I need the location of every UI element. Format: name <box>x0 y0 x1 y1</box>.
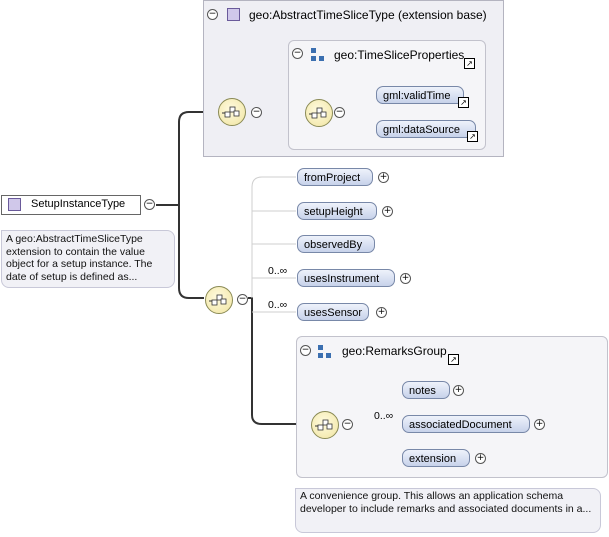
expand-icon[interactable]: + <box>453 385 464 396</box>
associated-document-element[interactable]: associatedDocument <box>402 415 530 433</box>
group-icon <box>311 48 324 61</box>
extension-base-title: geo:AbstractTimeSliceType (extension bas… <box>249 8 487 22</box>
link-icon[interactable]: ↗ <box>464 58 475 69</box>
expand-icon[interactable]: + <box>400 273 411 284</box>
time-slice-title: geo:TimeSliceProperties <box>334 48 465 62</box>
occurrence-label: 0..∞ <box>374 410 394 422</box>
remarks-documentation: A convenience group. This allows an appl… <box>295 488 601 533</box>
expand-icon[interactable]: + <box>382 206 393 217</box>
setup-instance-type-node[interactable] <box>1 195 141 215</box>
sequence-compositor-icon[interactable] <box>218 98 246 126</box>
root-type-label: SetupInstanceType <box>31 198 126 210</box>
uses-instrument-element[interactable]: usesInstrument <box>297 269 395 287</box>
extension-element[interactable]: extension <box>402 449 470 467</box>
link-icon[interactable]: ↗ <box>448 354 459 365</box>
observed-by-element[interactable]: observedBy <box>297 235 375 253</box>
collapse-sequence-icon[interactable]: − <box>334 107 345 118</box>
uses-sensor-element[interactable]: usesSensor <box>297 303 369 321</box>
collapse-time-slice-icon[interactable]: − <box>292 48 303 59</box>
notes-element[interactable]: notes <box>402 381 450 399</box>
sequence-compositor-icon[interactable] <box>311 411 339 439</box>
occurrence-label: 0..∞ <box>268 299 288 311</box>
link-icon[interactable]: ↗ <box>467 131 478 142</box>
expand-icon[interactable]: + <box>534 419 545 430</box>
collapse-root-icon[interactable]: − <box>144 199 155 210</box>
from-project-element[interactable]: fromProject <box>297 168 373 186</box>
sequence-compositor-icon[interactable] <box>205 286 233 314</box>
complex-type-icon <box>8 198 21 211</box>
collapse-sequence-icon[interactable]: − <box>237 294 248 305</box>
setup-height-element[interactable]: setupHeight <box>297 202 377 220</box>
collapse-extension-icon[interactable]: − <box>207 9 218 20</box>
collapse-sequence-icon[interactable]: − <box>342 419 353 430</box>
group-icon <box>318 345 331 358</box>
link-icon[interactable]: ↗ <box>458 97 469 108</box>
occurrence-label: 0..∞ <box>268 265 288 277</box>
root-documentation: A geo:AbstractTimeSliceType extension to… <box>1 230 175 288</box>
expand-icon[interactable]: + <box>376 307 387 318</box>
valid-time-element[interactable]: gml:validTime <box>376 86 464 104</box>
expand-icon[interactable]: + <box>378 172 389 183</box>
sequence-compositor-icon[interactable] <box>305 99 333 127</box>
collapse-sequence-icon[interactable]: − <box>251 107 262 118</box>
data-source-element[interactable]: gml:dataSource <box>376 120 476 138</box>
remarks-group-title: geo:RemarksGroup <box>342 344 447 358</box>
complex-type-icon <box>227 8 240 21</box>
collapse-remarks-icon[interactable]: − <box>300 345 311 356</box>
expand-icon[interactable]: + <box>475 453 486 464</box>
